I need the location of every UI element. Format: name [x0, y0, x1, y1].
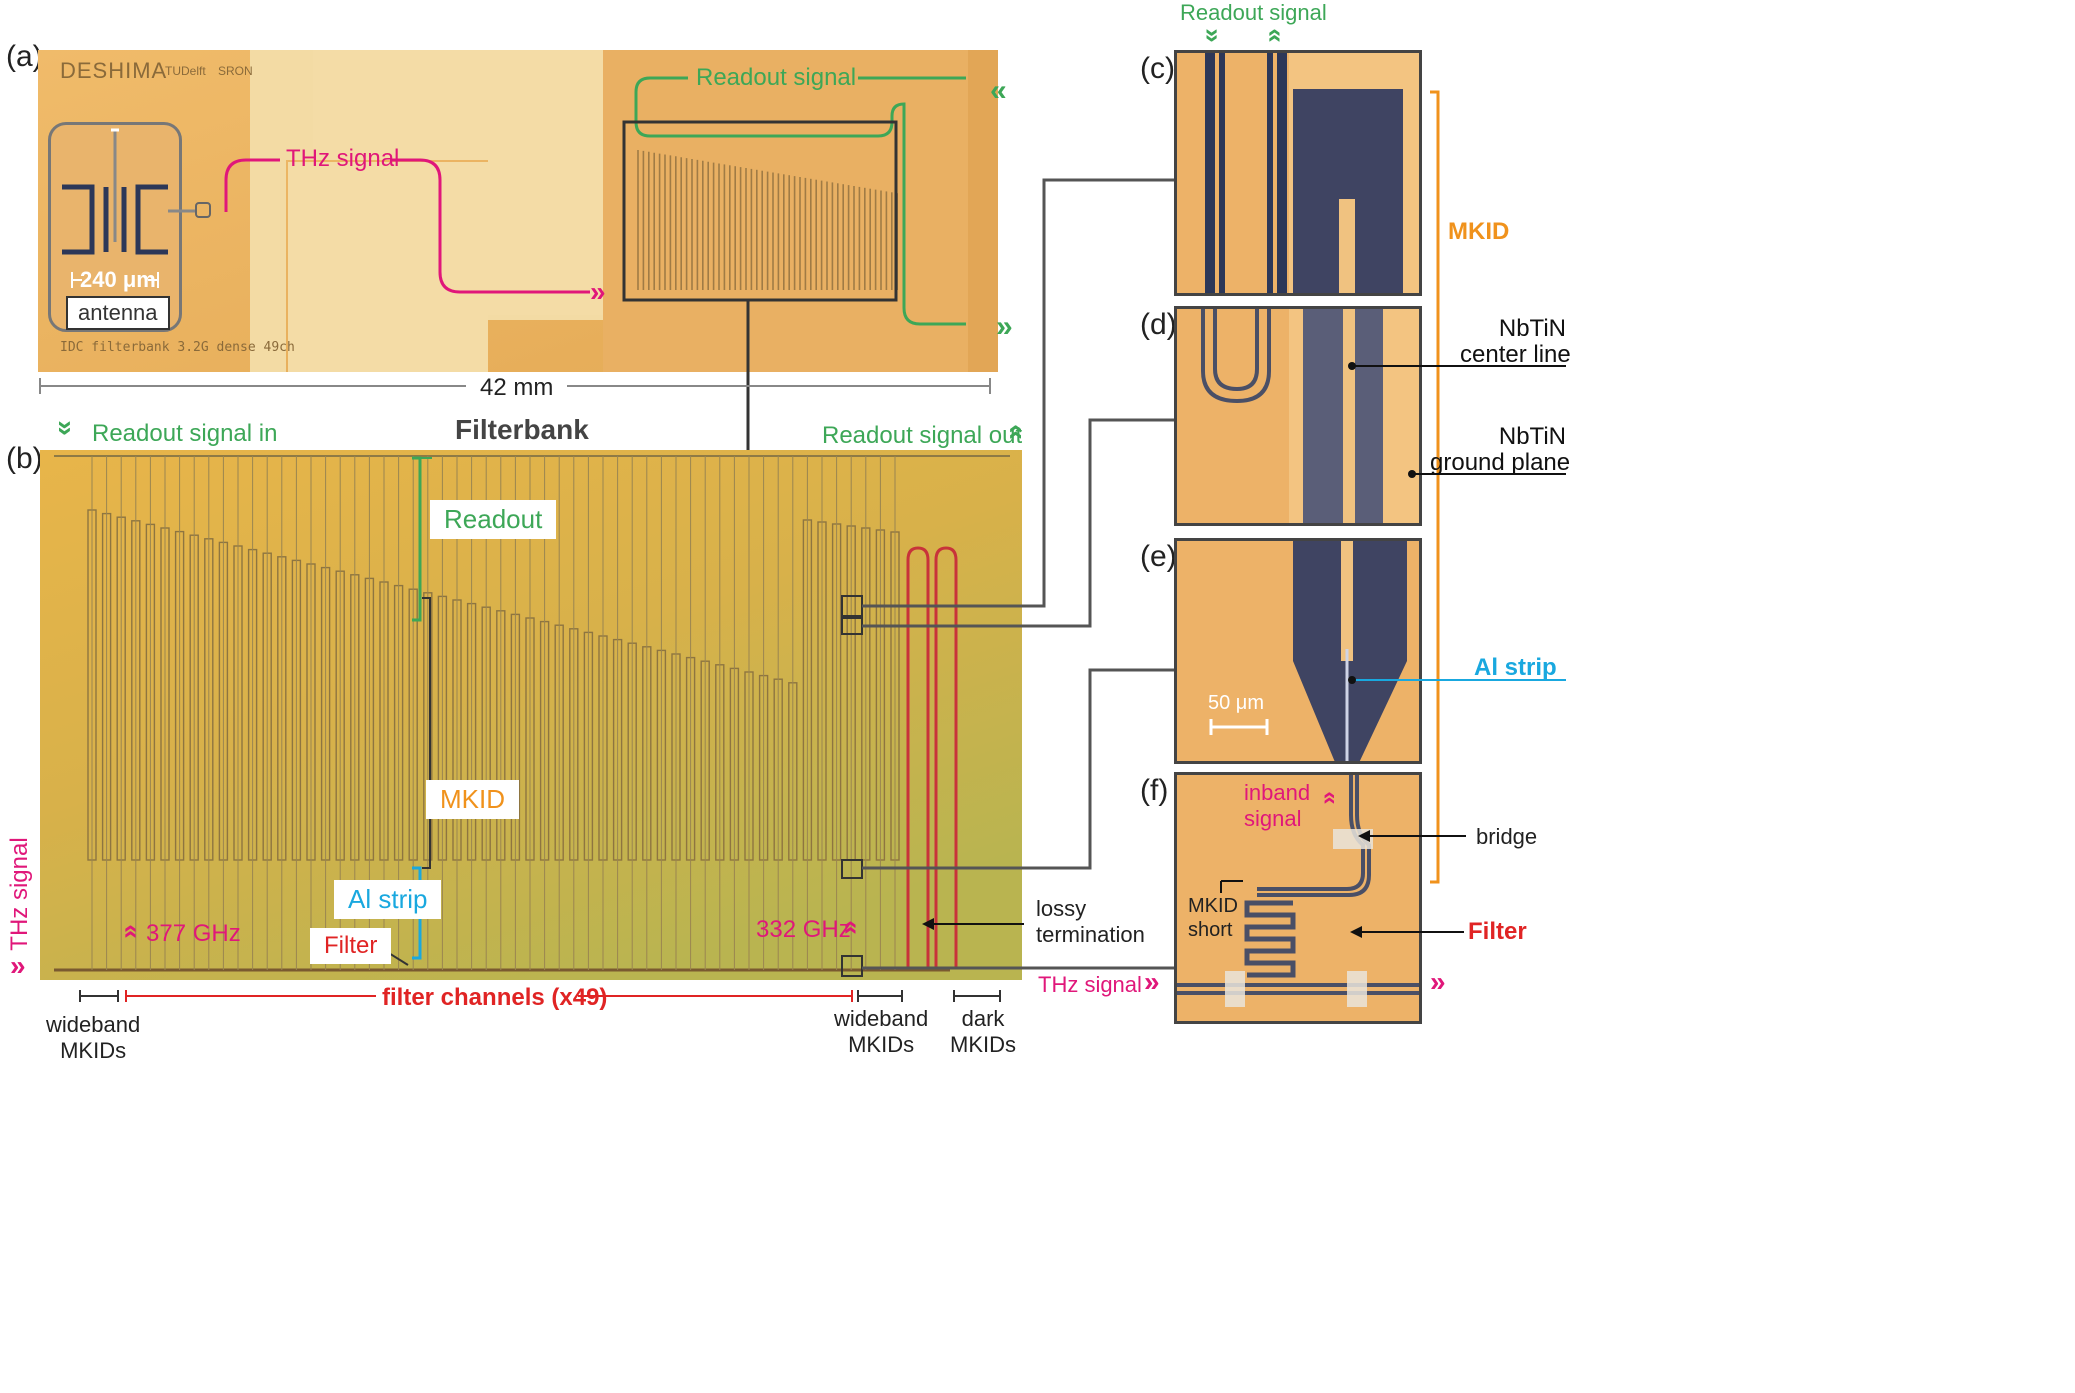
sron-logo: SRON: [218, 64, 253, 78]
panel-label-a: (a): [6, 40, 43, 73]
zoom-mkid: MKID: [1448, 218, 1510, 245]
panel-c: [1174, 50, 1422, 296]
antenna-connector: [168, 202, 211, 218]
panel-label-d: (d): [1140, 308, 1177, 341]
readout-signal-out: Readout signal out: [822, 422, 1023, 449]
chip-readout-in-icon: «: [990, 74, 1007, 107]
zoom-al-strip: Al strip: [1474, 654, 1557, 681]
chip-length: 42 mm: [466, 374, 568, 402]
dark-mkids: dark MKIDs: [950, 1006, 1016, 1057]
zoom-readout-signal: Readout signal: [1180, 0, 1327, 25]
panel-d: [1174, 306, 1422, 526]
filter-channels: filter channels (x49): [382, 984, 608, 1011]
filterbank-title: Filterbank: [455, 414, 589, 445]
readout-signal-in: Readout signal in: [92, 420, 278, 447]
wideband-right: wideband MKIDs: [834, 1006, 929, 1057]
antenna-shape: [62, 128, 168, 288]
al-strip-label: Al strip: [334, 880, 442, 919]
panel-label-e: (e): [1140, 540, 1177, 573]
antenna-label: antenna: [66, 296, 170, 330]
fb-thz-arrow-icon: »: [10, 950, 26, 981]
lossy-termination: lossy termination: [1036, 896, 1145, 947]
wideband-left: wideband MKIDs: [46, 1012, 141, 1063]
freq-high: 332 GHz: [756, 916, 851, 943]
freq-low: 377 GHz: [146, 920, 241, 947]
zoom-thz-in-icon: »: [1144, 966, 1160, 997]
zoom-thz-signal: THz signal: [1038, 972, 1142, 997]
chip-readout-out-icon: »: [996, 310, 1013, 343]
nbtin-ground-plane: NbTiN ground plane: [1430, 423, 1571, 476]
inband-signal: inband signal: [1244, 780, 1311, 831]
readout-label: Readout: [430, 500, 557, 539]
panel-label-f: (f): [1140, 774, 1169, 807]
chip-readout-signal: Readout signal: [696, 64, 857, 91]
filter-label: Filter: [310, 928, 392, 964]
antenna-scale: 240 μm: [80, 267, 156, 292]
tudelft-logo: TUDelft: [165, 64, 206, 78]
mkid-label: MKID: [426, 780, 519, 819]
chip-thz-arrow-icon: »: [590, 276, 606, 307]
chip-thz-signal: THz signal: [286, 145, 400, 172]
panel-label-c: (c): [1140, 52, 1175, 85]
zoom-thz-out-icon: »: [1430, 966, 1446, 997]
scale-50um: 50 μm: [1208, 692, 1264, 714]
nbtin-center-line: NbTiN center line: [1460, 315, 1571, 368]
mkid-short: MKID short: [1188, 895, 1238, 941]
panel-e: [1174, 538, 1422, 764]
deshima-logo: DESHIMA: [60, 58, 168, 83]
chip-caption: IDC filterbank 3.2G dense 49ch: [60, 340, 295, 355]
zoom-filter: Filter: [1468, 918, 1527, 945]
bridge-label: bridge: [1476, 824, 1538, 849]
panel-label-b: (b): [6, 442, 43, 475]
